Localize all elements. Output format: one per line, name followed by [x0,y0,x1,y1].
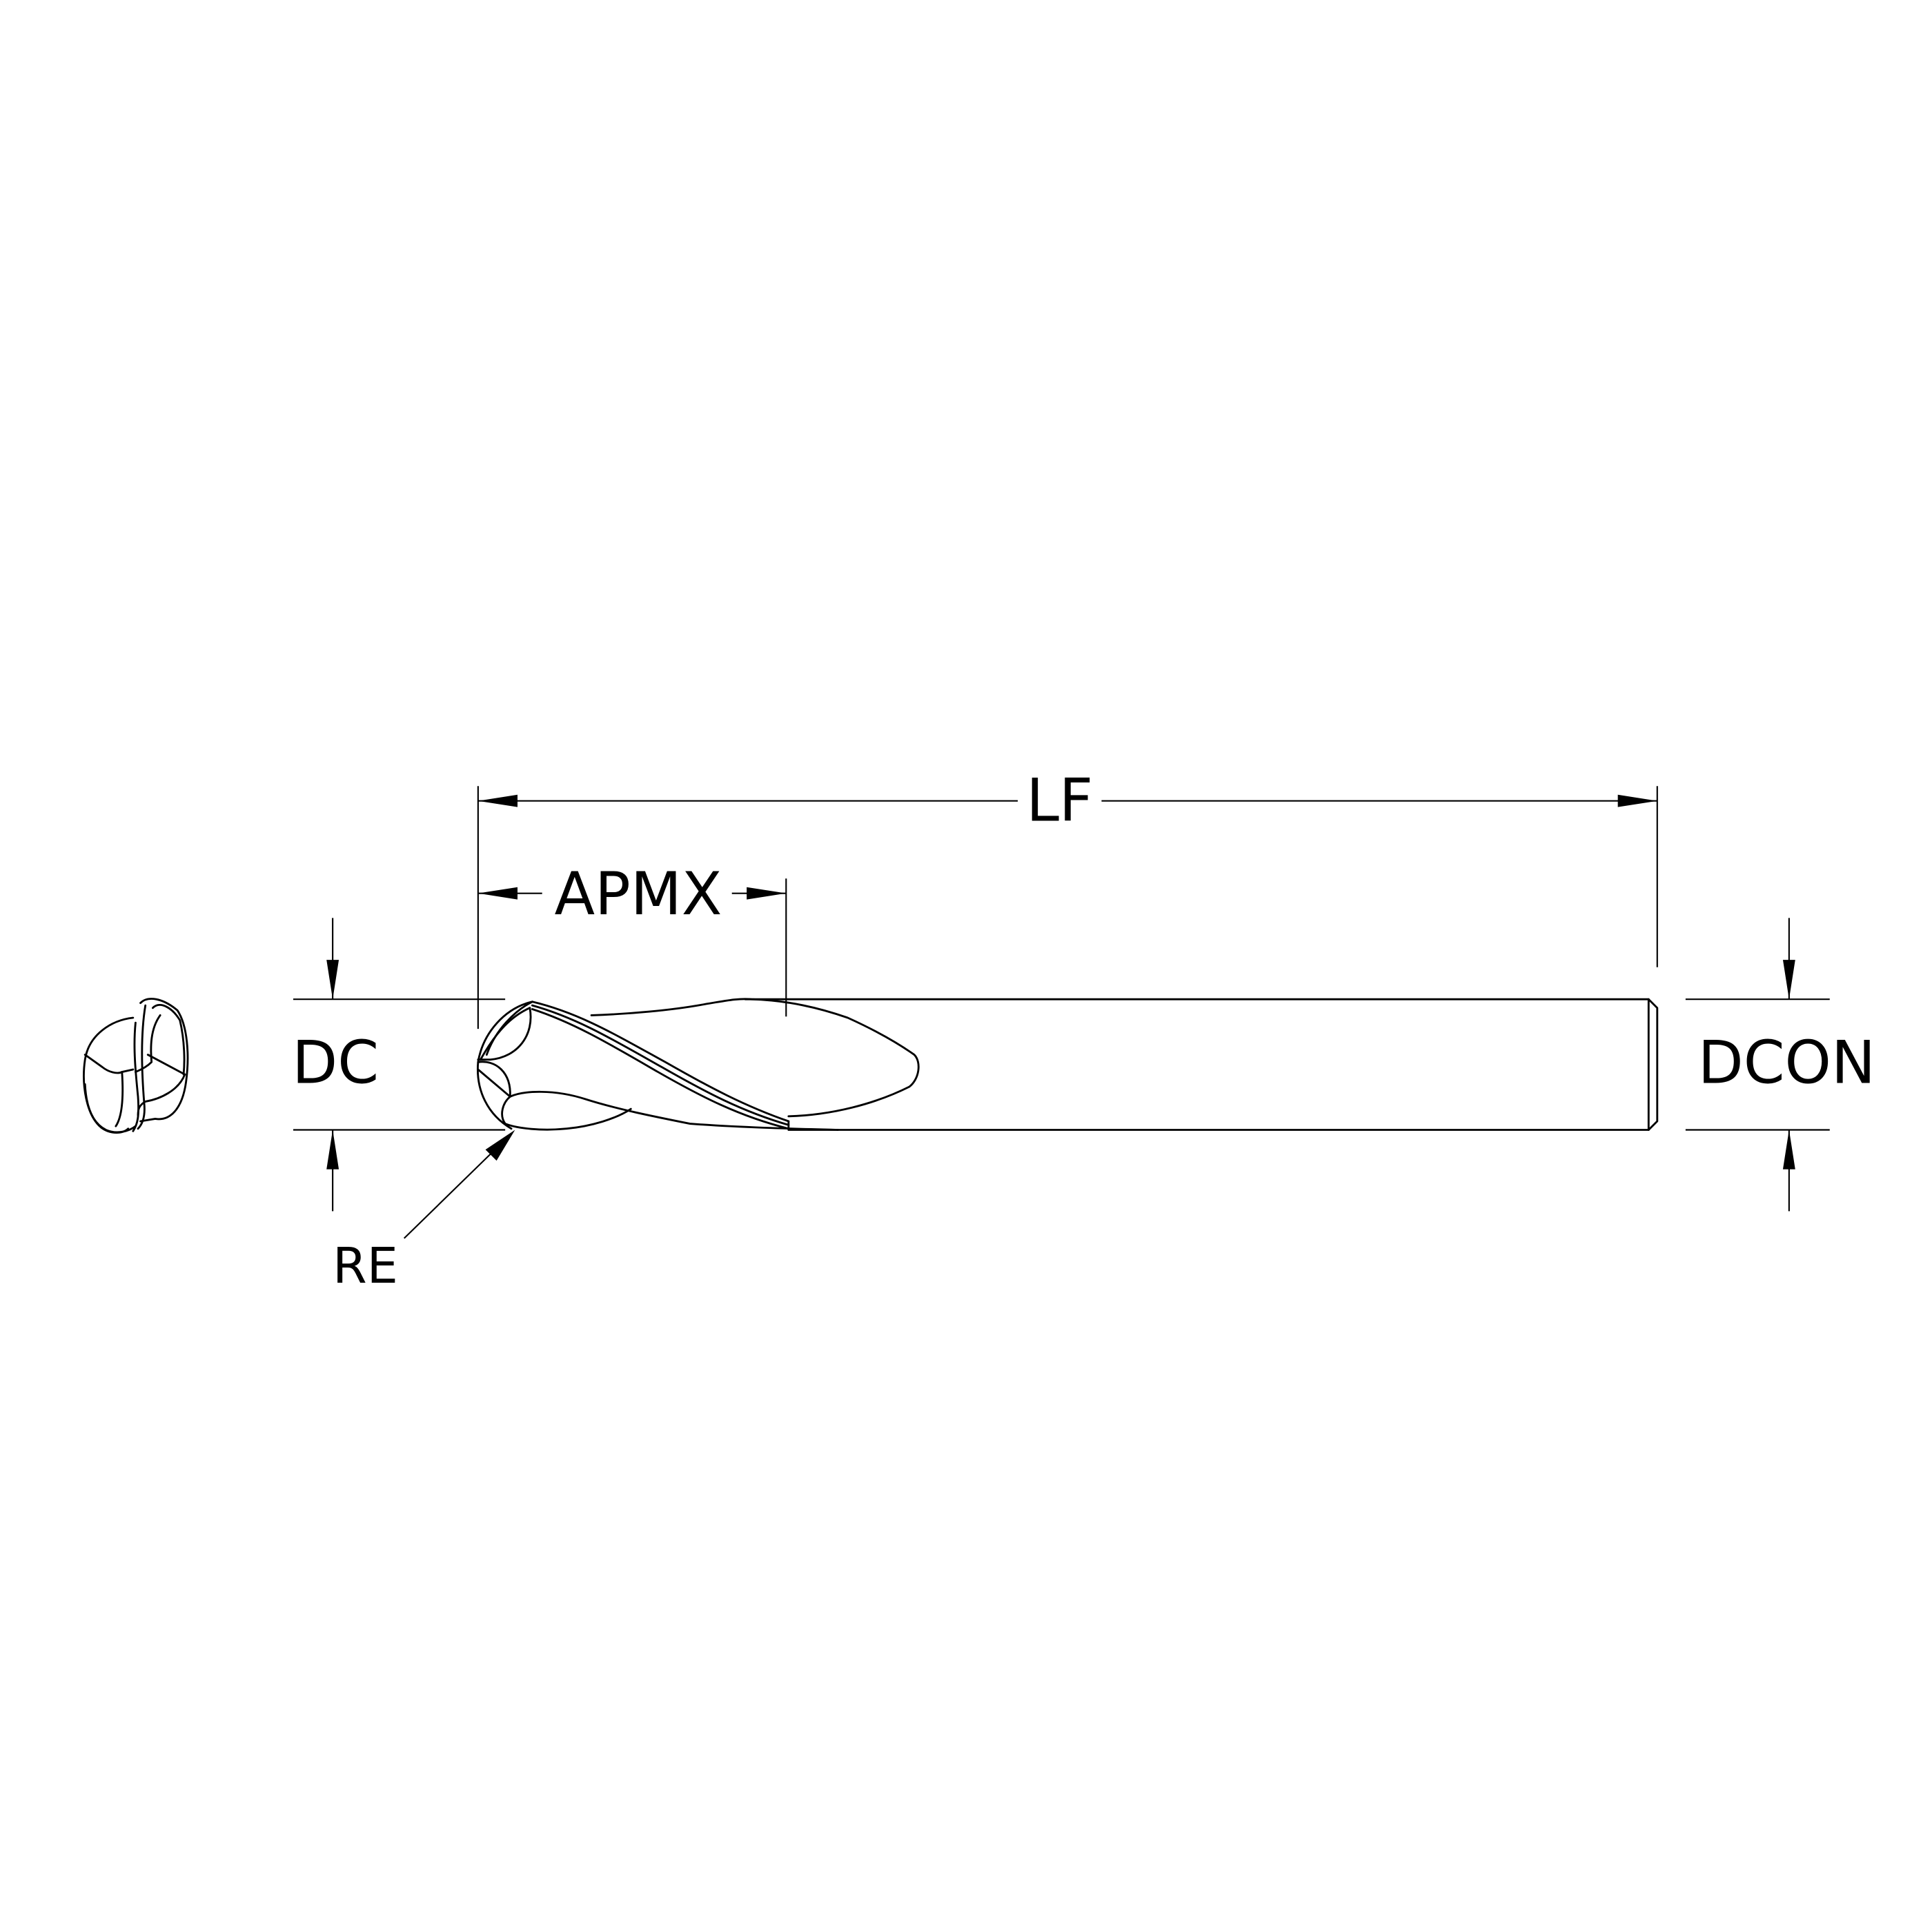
arrowhead-icon [1782,960,1795,1000]
lf-label: LF [1026,766,1093,835]
dc-label: DC [292,1029,379,1098]
dcon-label: DCON [1698,1029,1875,1098]
end-view [83,998,189,1134]
re-label: RE [333,1237,398,1294]
arrowhead-icon [1782,1130,1795,1170]
arrowhead-icon [326,960,339,1000]
arrowhead-icon [485,1130,515,1161]
apmx-label: APMX [555,860,722,929]
tool-body [476,998,1659,1131]
re-dimension: RE [333,1130,515,1294]
lf-dimension: LF [477,766,1658,1029]
apmx-dimension: APMX [477,860,787,1017]
arrowhead-icon [747,887,787,900]
arrowhead-icon [477,887,518,900]
dcon-dimension: DCON [1685,918,1875,1212]
arrowhead-icon [326,1130,339,1170]
dc-dimension: DC [292,918,506,1212]
arrowhead-icon [477,794,518,807]
arrowhead-icon [1617,794,1657,807]
